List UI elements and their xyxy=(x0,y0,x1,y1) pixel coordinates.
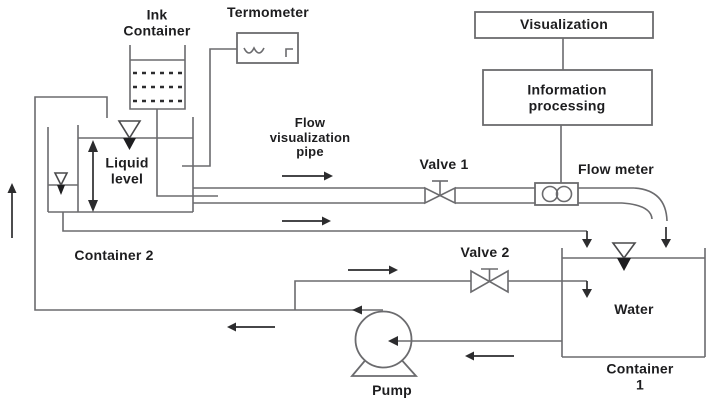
thermometer-label: Termometer xyxy=(227,4,309,21)
information-processing-label: Information processing xyxy=(527,81,607,113)
flow-meter-icon xyxy=(534,182,579,206)
pump-inlet-pipe xyxy=(388,336,562,346)
pump-label: Pump xyxy=(372,382,412,399)
ink-container-label: Ink Container xyxy=(123,6,191,38)
valve2-label: Valve 2 xyxy=(460,244,510,261)
valve1-label: Valve 1 xyxy=(419,156,469,173)
flow-arrow-right-pipe xyxy=(282,171,333,181)
container1-tank xyxy=(561,248,706,358)
container2-label: Container 2 xyxy=(74,247,154,264)
information-processing-box xyxy=(482,69,653,126)
valve2-pipe xyxy=(294,280,592,310)
visualization-box xyxy=(474,11,654,39)
ink-container-icon xyxy=(129,45,186,110)
flow-arrow-left-suction xyxy=(465,351,514,361)
level-indicator-icon xyxy=(53,172,69,195)
flow-visualization-pipe-label: Flow visualization pipe xyxy=(269,115,351,160)
flow-arrow-left-return xyxy=(227,322,275,332)
valve1-icon xyxy=(424,180,456,205)
thermometer-icon xyxy=(236,32,299,64)
return-pipe xyxy=(34,96,383,311)
valve2-icon xyxy=(470,268,509,294)
pump-icon xyxy=(350,305,419,377)
water-label: Water xyxy=(614,301,654,318)
flow-visualization-pipe xyxy=(193,187,668,222)
flow-arrow-up-return xyxy=(7,183,17,238)
container2-outlet-pipe xyxy=(62,212,592,248)
pump-outlet-arrowhead xyxy=(352,305,362,315)
ink-feed-tube xyxy=(156,109,218,197)
level-indicator-icon xyxy=(611,242,637,271)
thermometer-probe-line xyxy=(182,48,237,167)
flow-meter-label: Flow meter xyxy=(578,161,654,178)
liquid-level-gauge-arrow xyxy=(88,140,98,212)
flow-arrow-right-mid xyxy=(282,216,331,226)
inflow-arrow xyxy=(661,227,671,248)
flow-arrow-right-valve2 xyxy=(348,265,398,275)
level-indicator-icon xyxy=(117,120,142,150)
liquid-level-label: Liquid level xyxy=(105,154,149,186)
visualization-label: Visualization xyxy=(520,16,608,33)
container1-label: Container 1 xyxy=(606,360,674,392)
